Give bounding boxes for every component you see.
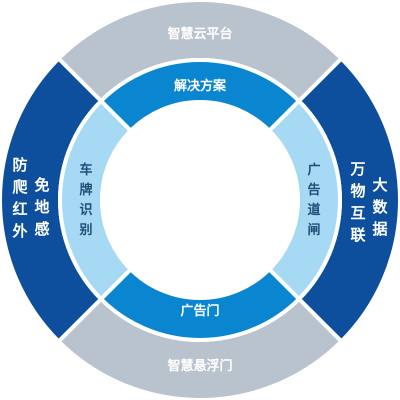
outer-label-top: 智慧云平台 (167, 26, 232, 42)
outer-label-left-col2: 免地感 (34, 176, 49, 238)
right-col2-char: 互 (350, 204, 365, 222)
left-col1-char: 外 (11, 222, 27, 240)
right-col1-char: 数 (372, 198, 388, 216)
right-col2-char: 物 (350, 182, 365, 200)
inner-label-bottom: 广告门 (180, 303, 219, 319)
inner-right-text-char: 告 (307, 182, 320, 198)
inner-left-text-char: 识 (79, 203, 92, 218)
left-col2-char: 免 (34, 176, 49, 194)
inner-segment-left (58, 98, 134, 302)
right-col1-char: 大 (372, 176, 387, 194)
outer-label-bottom: 智慧悬浮门 (167, 358, 232, 374)
right-col1-char: 据 (372, 220, 387, 238)
inner-left-text-char: 别 (78, 223, 92, 238)
inner-right-text-char: 道 (307, 202, 320, 218)
inner-right-text-char: 广 (307, 162, 320, 178)
outer-label-right-col1: 大数据 (372, 176, 388, 238)
left-col1-char: 爬 (11, 178, 28, 196)
inner-label-top: 解决方案 (173, 78, 227, 94)
inner-left-text-char: 牌 (79, 182, 92, 198)
inner-right-text-char: 闸 (307, 222, 320, 238)
left-col2-char: 感 (34, 220, 49, 238)
right-col2-char: 联 (350, 226, 366, 244)
right-col2-char: 万 (349, 160, 365, 178)
left-col1-char: 防 (12, 156, 27, 174)
inner-left-text-char: 车 (79, 162, 92, 178)
left-col1-char: 红 (12, 200, 27, 218)
left-col2-char: 地 (34, 198, 49, 216)
